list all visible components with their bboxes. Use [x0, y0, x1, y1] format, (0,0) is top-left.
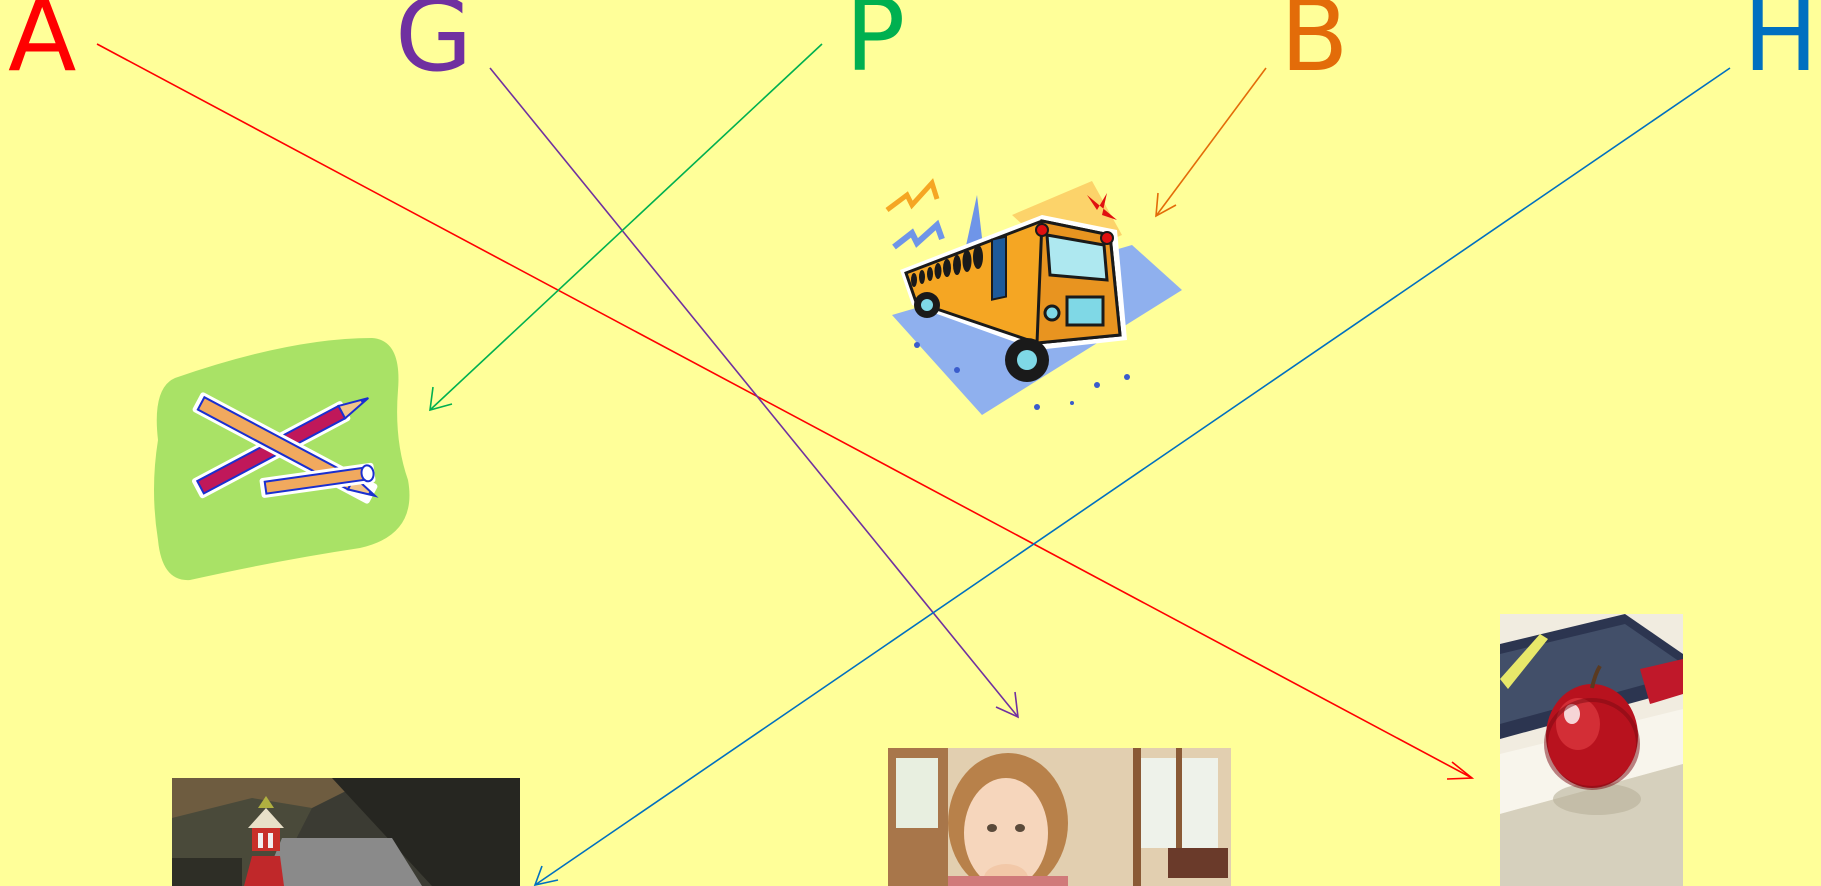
- pencils-icon[interactable]: [140, 330, 420, 590]
- school-bus-icon[interactable]: [882, 175, 1192, 420]
- arrow-b-to-bus[interactable]: [1155, 67, 1267, 218]
- letter-p[interactable]: P: [845, 0, 906, 94]
- letter-h[interactable]: H: [1743, 0, 1819, 94]
- bus-spark: [1087, 193, 1117, 220]
- arrow-g-to-girl[interactable]: [489, 67, 1019, 719]
- letter-g[interactable]: G: [395, 0, 473, 94]
- girl-at-desk-photo[interactable]: [888, 748, 1231, 886]
- red-schoolhouse-photo[interactable]: [172, 778, 520, 886]
- arrow-p-to-pencils[interactable]: [429, 43, 823, 412]
- bus-dust: [914, 342, 1130, 410]
- letter-b[interactable]: B: [1280, 0, 1349, 94]
- bus-body: [900, 215, 1127, 350]
- bus-motion-lines: [885, 178, 940, 212]
- bus-windows: [911, 245, 983, 287]
- pencil-short: [259, 462, 376, 498]
- pencils-background: [154, 338, 410, 581]
- letter-a[interactable]: A: [8, 0, 77, 94]
- bus-wheels: [914, 292, 1049, 382]
- apple-photo[interactable]: [1500, 614, 1683, 886]
- arrow-a-to-apple[interactable]: [96, 43, 1475, 780]
- arrow-h-to-schoolhouse[interactable]: [533, 67, 1731, 886]
